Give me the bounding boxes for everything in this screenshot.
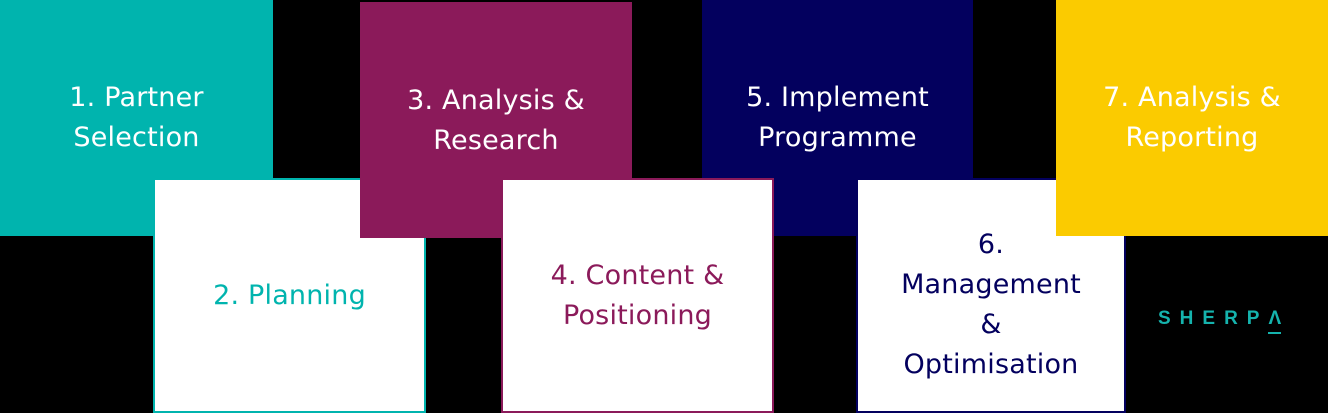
- step-4-label: 4. Content & Positioning: [550, 259, 725, 331]
- step-6-management-optimisation: 6. Management & Optimisation: [856, 178, 1126, 413]
- step-1-partner-selection: 1. Partner Selection: [0, 0, 273, 236]
- logo-text: SHERP: [1158, 308, 1269, 329]
- step-3-label: 3. Analysis & Research: [407, 85, 585, 156]
- step-6-label: 6. Management & Optimisation: [901, 228, 1081, 380]
- step-1-label: 1. Partner Selection: [69, 82, 204, 153]
- step-5-label: 5. Implement Programme: [746, 82, 929, 153]
- logo-caret-a: Λ: [1268, 308, 1291, 334]
- step-4-content-positioning: 4. Content & Positioning: [501, 178, 774, 413]
- step-7-analysis-reporting: 7. Analysis & Reporting: [1056, 0, 1328, 236]
- step-2-label: 2. Planning: [213, 279, 366, 311]
- step-7-label: 7. Analysis & Reporting: [1103, 82, 1281, 153]
- sherpa-logo: SHERPΛ: [1158, 308, 1291, 334]
- step-2-planning: 2. Planning: [153, 178, 426, 413]
